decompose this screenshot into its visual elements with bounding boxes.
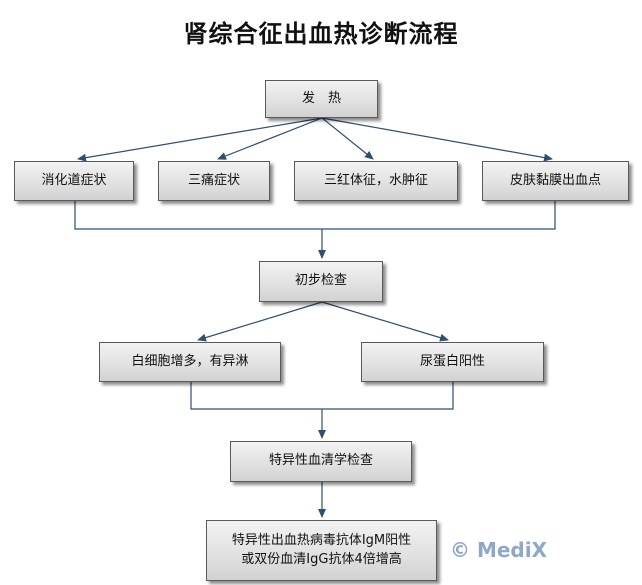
node-serology: 特异性血清学检查: [230, 441, 412, 482]
node-proteinuria: 尿蛋白阳性: [361, 342, 544, 382]
node-preliminary-check: 初步检查: [259, 261, 383, 302]
arrow-preliminary-wbc: [197, 301, 323, 342]
node-skin-bleeding-label: 皮肤黏膜出血点: [509, 172, 601, 188]
arrow-fever-three-red: [321, 117, 374, 160]
node-three-red-label: 三红体征，水肿征: [323, 172, 428, 188]
arrow-fever-three-pain: [217, 117, 323, 160]
watermark-medix: © MediX: [450, 538, 548, 562]
node-antibody-line1: 特异性出血热病毒抗体IgM阳性: [231, 532, 412, 548]
node-antibody-text: 特异性出血热病毒抗体IgM阳性 或双份血清IgG抗体4倍增高: [232, 532, 411, 570]
node-fever: 发 热: [265, 80, 378, 118]
node-fever-label: 发 热: [301, 90, 341, 106]
node-proteinuria-label: 尿蛋白阳性: [419, 353, 485, 369]
node-antibody-line2: 或双份血清IgG抗体4倍增高: [241, 551, 402, 567]
connector-findings-merge: [190, 382, 454, 410]
node-three-pain: 三痛症状: [158, 161, 270, 201]
page-title: 肾综合征出血热诊断流程: [183, 19, 459, 48]
node-three-pain-label: 三痛症状: [187, 172, 240, 188]
node-wbc: 白细胞增多，有异淋: [99, 342, 281, 382]
node-skin-bleeding: 皮肤黏膜出血点: [482, 161, 629, 201]
node-digestive: 消化道症状: [14, 161, 134, 201]
arrow-preliminary-proteinuria: [321, 301, 449, 342]
arrow-fever-skin: [321, 117, 553, 162]
node-digestive-label: 消化道症状: [41, 172, 107, 188]
node-serology-label: 特异性血清学检查: [268, 453, 373, 469]
node-three-red: 三红体征，水肿征: [294, 161, 458, 201]
node-antibody: 特异性出血热病毒抗体IgM阳性 或双份血清IgG抗体4倍增高: [206, 520, 437, 581]
arrow-fever-digestive: [77, 117, 323, 162]
node-wbc-label: 白细胞增多，有异淋: [131, 353, 249, 369]
node-preliminary-check-label: 初步检查: [294, 273, 347, 289]
connector-symptoms-merge: [74, 201, 556, 230]
